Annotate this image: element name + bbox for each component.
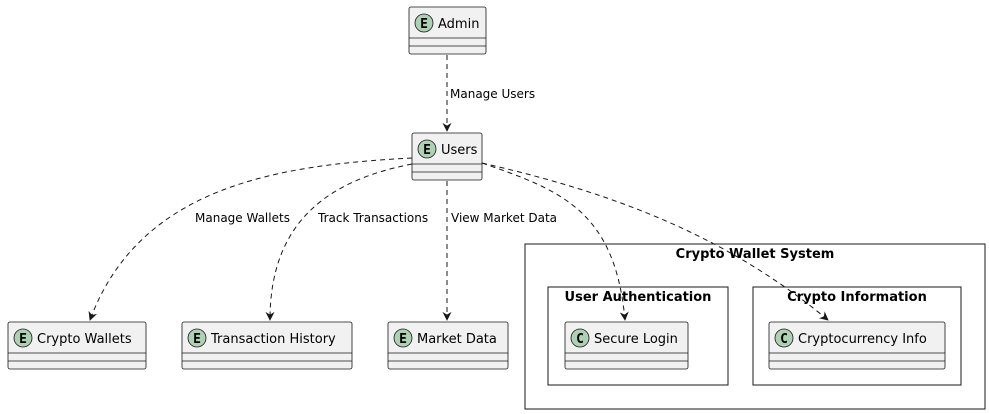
edge-users-login <box>481 162 629 321</box>
entity-stereotype: E <box>420 17 428 32</box>
entity-icon <box>417 139 437 159</box>
edge-users-cryptoinfo <box>481 162 829 321</box>
edge-label-track-transactions: Track Transactions <box>317 211 428 225</box>
entity-label: Market Data <box>417 332 497 347</box>
class-icon <box>774 328 794 348</box>
entity-icon <box>13 328 33 348</box>
package-title: Crypto Wallet System <box>676 247 835 262</box>
package-title: User Authentication <box>565 290 712 305</box>
edge-label-manage-users: Manage Users <box>450 87 535 101</box>
entity-stereotype: E <box>19 332 27 347</box>
entity-admin[interactable]: E Admin <box>408 6 487 55</box>
entity-label: Transaction History <box>210 332 336 347</box>
entity-label: Admin <box>438 17 479 32</box>
edge-users-wallets <box>88 157 413 321</box>
edge-label-manage-wallets: Manage Wallets <box>195 211 290 225</box>
class-cryptocurrency-info[interactable]: C Cryptocurrency Info <box>768 321 946 370</box>
class-label: Secure Login <box>594 332 678 347</box>
class-secure-login[interactable]: C Secure Login <box>564 321 689 370</box>
class-icon <box>570 328 590 348</box>
edge-label-view-market-data: View Market Data <box>451 211 557 225</box>
entity-stereotype: E <box>399 332 407 347</box>
entity-icon <box>187 328 207 348</box>
entity-users[interactable]: E Users <box>411 132 483 181</box>
entity-stereotype: E <box>193 332 201 347</box>
class-stereotype: C <box>576 332 584 347</box>
entity-label: Crypto Wallets <box>37 332 132 347</box>
entity-transaction-history[interactable]: E Transaction History <box>181 321 353 370</box>
entity-label: Users <box>441 143 478 158</box>
entity-icon <box>393 328 413 348</box>
entity-crypto-wallets[interactable]: E Crypto Wallets <box>7 321 147 370</box>
entity-icon <box>414 13 434 33</box>
edges <box>88 55 829 321</box>
entity-market-data[interactable]: E Market Data <box>387 321 509 370</box>
class-stereotype: C <box>780 332 788 347</box>
edge-users-transactions <box>265 163 413 321</box>
class-label: Cryptocurrency Info <box>798 332 927 347</box>
entity-stereotype: E <box>423 143 431 158</box>
package-title: Crypto Information <box>787 290 927 305</box>
